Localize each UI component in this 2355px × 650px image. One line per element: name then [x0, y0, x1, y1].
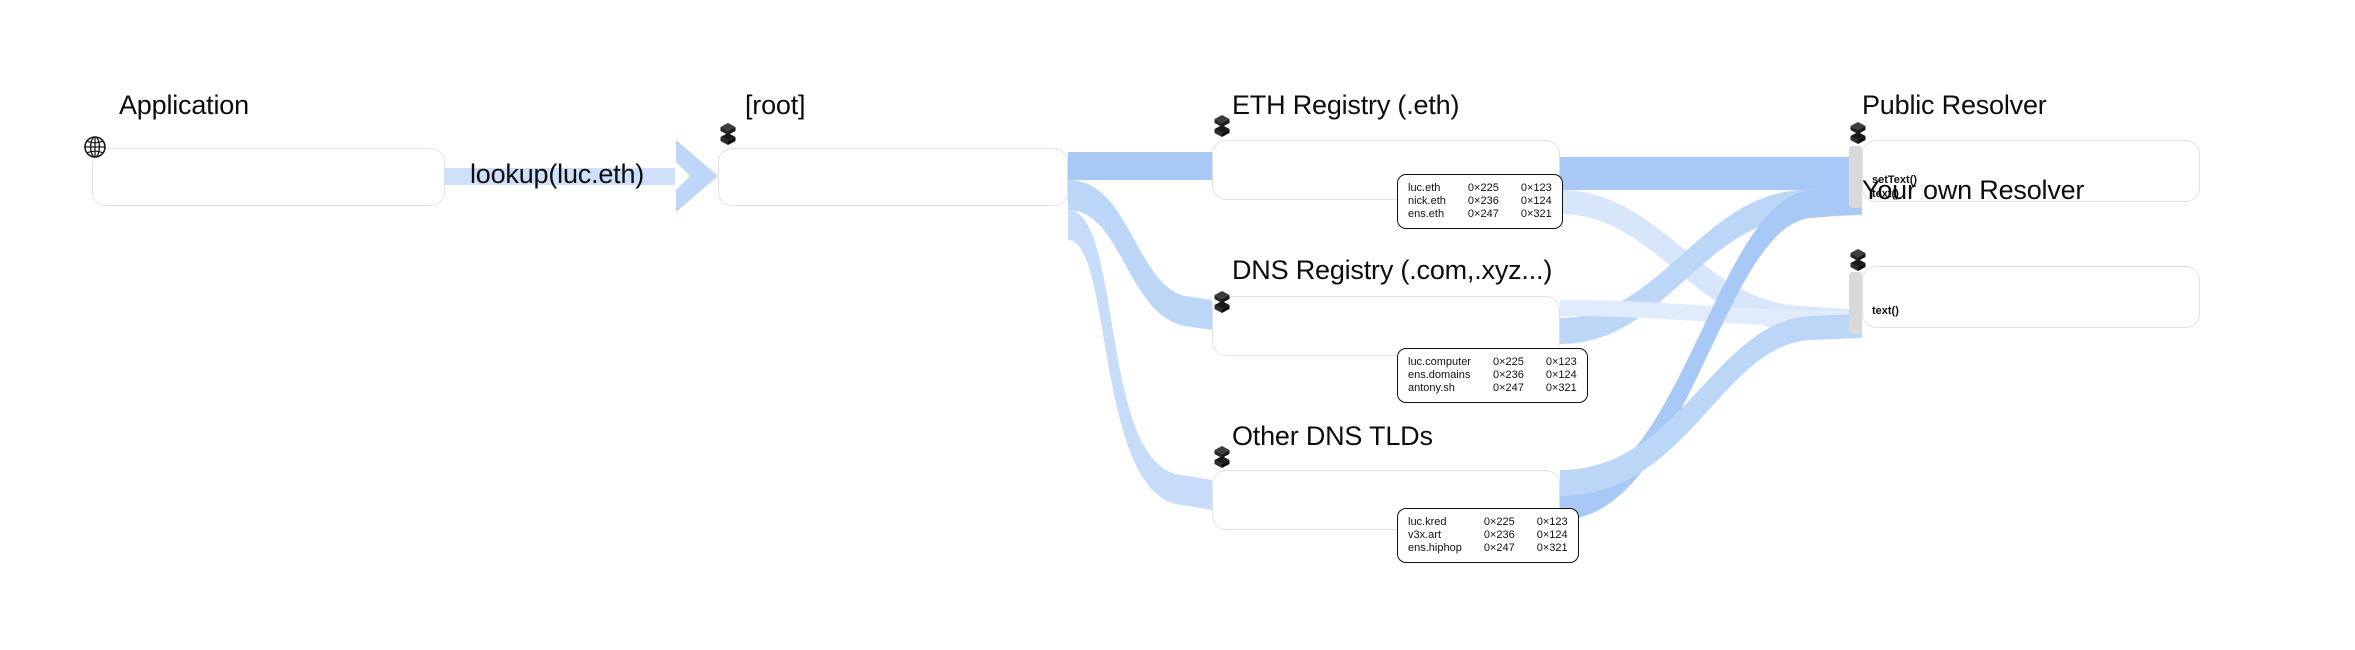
- table-dns-registry-records: luc.computer 0×225 0×123 ens.domains 0×2…: [1397, 348, 1588, 403]
- table-row: nick.eth 0×236 0×124: [1408, 195, 1552, 208]
- flow-other-dns-tlds-to-public-resolver: [1560, 186, 1862, 520]
- node-root-title: [root]: [745, 90, 806, 120]
- record-name: ens.hiphop: [1408, 542, 1462, 554]
- record-owner: 0×225: [1483, 516, 1515, 528]
- flow-root-to-eth-registry: [1068, 152, 1212, 180]
- table-row: antony.sh 0×247 0×321: [1408, 382, 1577, 395]
- node-other-dns-tlds-title: Other DNS TLDs: [1232, 421, 1433, 451]
- flow-eth-registry-to-your-own-resolver: [1560, 190, 1862, 336]
- contract-icon: [1845, 119, 1871, 145]
- contract-icon: [1209, 112, 1235, 138]
- record-resolver: 0×123: [1536, 516, 1568, 528]
- node-eth-registry-title: ETH Registry (.eth): [1232, 90, 1460, 120]
- record-name: nick.eth: [1408, 195, 1446, 207]
- public-resolver-methods: setText() text(): [1872, 174, 1918, 200]
- flow-other-dns-tlds-to-your-own-resolver: [1560, 314, 1862, 496]
- node-root[interactable]: [718, 148, 1068, 206]
- contract-icon: [1845, 246, 1871, 272]
- contract-icon: [1209, 288, 1235, 314]
- table-row: ens.eth 0×247 0×321: [1408, 208, 1552, 221]
- record-owner: 0×236: [1467, 195, 1499, 207]
- record-name: luc.kred: [1408, 516, 1447, 528]
- record-resolver: 0×123: [1520, 182, 1552, 194]
- node-dns-registry-title: DNS Registry (.com,.xyz...): [1232, 255, 1553, 285]
- flow-root-to-dns-registry: [1068, 180, 1212, 330]
- records-table-body: luc.kred 0×225 0×123 v3x.art 0×236 0×124…: [1408, 516, 1568, 555]
- record-owner: 0×247: [1467, 208, 1499, 220]
- record-resolver: 0×124: [1536, 529, 1568, 541]
- contract-icon: [715, 120, 741, 146]
- contract-icon: [1209, 443, 1235, 469]
- records-table: luc.kred 0×225 0×123 v3x.art 0×236 0×124…: [1408, 516, 1568, 555]
- flow-dns-registry-to-your-own-resolver: [1560, 300, 1862, 327]
- table-row: luc.kred 0×225 0×123: [1408, 516, 1568, 529]
- table-eth-registry-records: luc.eth 0×225 0×123 nick.eth 0×236 0×124…: [1397, 174, 1563, 229]
- records-table-body: luc.eth 0×225 0×123 nick.eth 0×236 0×124…: [1408, 182, 1552, 221]
- record-name: luc.eth: [1408, 182, 1441, 194]
- record-resolver: 0×124: [1520, 195, 1552, 207]
- table-row: luc.eth 0×225 0×123: [1408, 182, 1552, 195]
- record-owner: 0×247: [1492, 382, 1524, 394]
- table-row: luc.computer 0×225 0×123: [1408, 356, 1577, 369]
- your-own-resolver-methods: text(): [1872, 305, 1899, 317]
- record-owner: 0×247: [1483, 542, 1515, 554]
- record-name: antony.sh: [1408, 382, 1455, 394]
- records-table: luc.computer 0×225 0×123 ens.domains 0×2…: [1408, 356, 1577, 395]
- record-owner: 0×225: [1492, 356, 1524, 368]
- node-dns-registry[interactable]: [1212, 296, 1560, 356]
- table-other-dns-tlds-records: luc.kred 0×225 0×123 v3x.art 0×236 0×124…: [1397, 508, 1579, 563]
- record-name: v3x.art: [1408, 529, 1442, 541]
- records-table: luc.eth 0×225 0×123 nick.eth 0×236 0×124…: [1408, 182, 1552, 221]
- record-resolver: 0×321: [1536, 542, 1568, 554]
- record-resolver: 0×321: [1545, 382, 1577, 394]
- node-application[interactable]: [92, 148, 445, 206]
- edge-label-lookup: lookup(luc.eth): [470, 159, 645, 189]
- record-name: luc.computer: [1408, 356, 1471, 368]
- record-resolver: 0×321: [1520, 208, 1552, 220]
- table-row: ens.domains 0×236 0×124: [1408, 369, 1577, 382]
- record-resolver: 0×124: [1545, 369, 1577, 381]
- node-your-own-resolver[interactable]: [1862, 266, 2200, 328]
- record-owner: 0×225: [1467, 182, 1499, 194]
- flow-root-to-other-dns-tlds: [1068, 210, 1212, 510]
- public-resolver-accent-bar: [1849, 146, 1862, 208]
- record-owner: 0×236: [1492, 369, 1524, 381]
- table-row: ens.hiphop 0×247 0×321: [1408, 542, 1568, 555]
- records-table-body: luc.computer 0×225 0×123 ens.domains 0×2…: [1408, 356, 1577, 395]
- record-resolver: 0×123: [1545, 356, 1577, 368]
- record-name: ens.domains: [1408, 369, 1471, 381]
- table-row: v3x.art 0×236 0×124: [1408, 529, 1568, 542]
- node-public-resolver[interactable]: [1862, 140, 2200, 202]
- flow-eth-registry-to-public-resolver: [1560, 157, 1862, 190]
- record-name: ens.eth: [1408, 208, 1445, 220]
- your-own-resolver-accent-bar: [1849, 272, 1862, 334]
- node-your-own-resolver-title: Your own Resolver: [1862, 175, 2085, 205]
- node-public-resolver-title: Public Resolver: [1862, 90, 2047, 120]
- flow-dns-registry-to-public-resolver: [1560, 188, 1862, 344]
- node-application-title: Application: [119, 90, 249, 120]
- record-owner: 0×236: [1483, 529, 1515, 541]
- globe-icon: [82, 134, 108, 160]
